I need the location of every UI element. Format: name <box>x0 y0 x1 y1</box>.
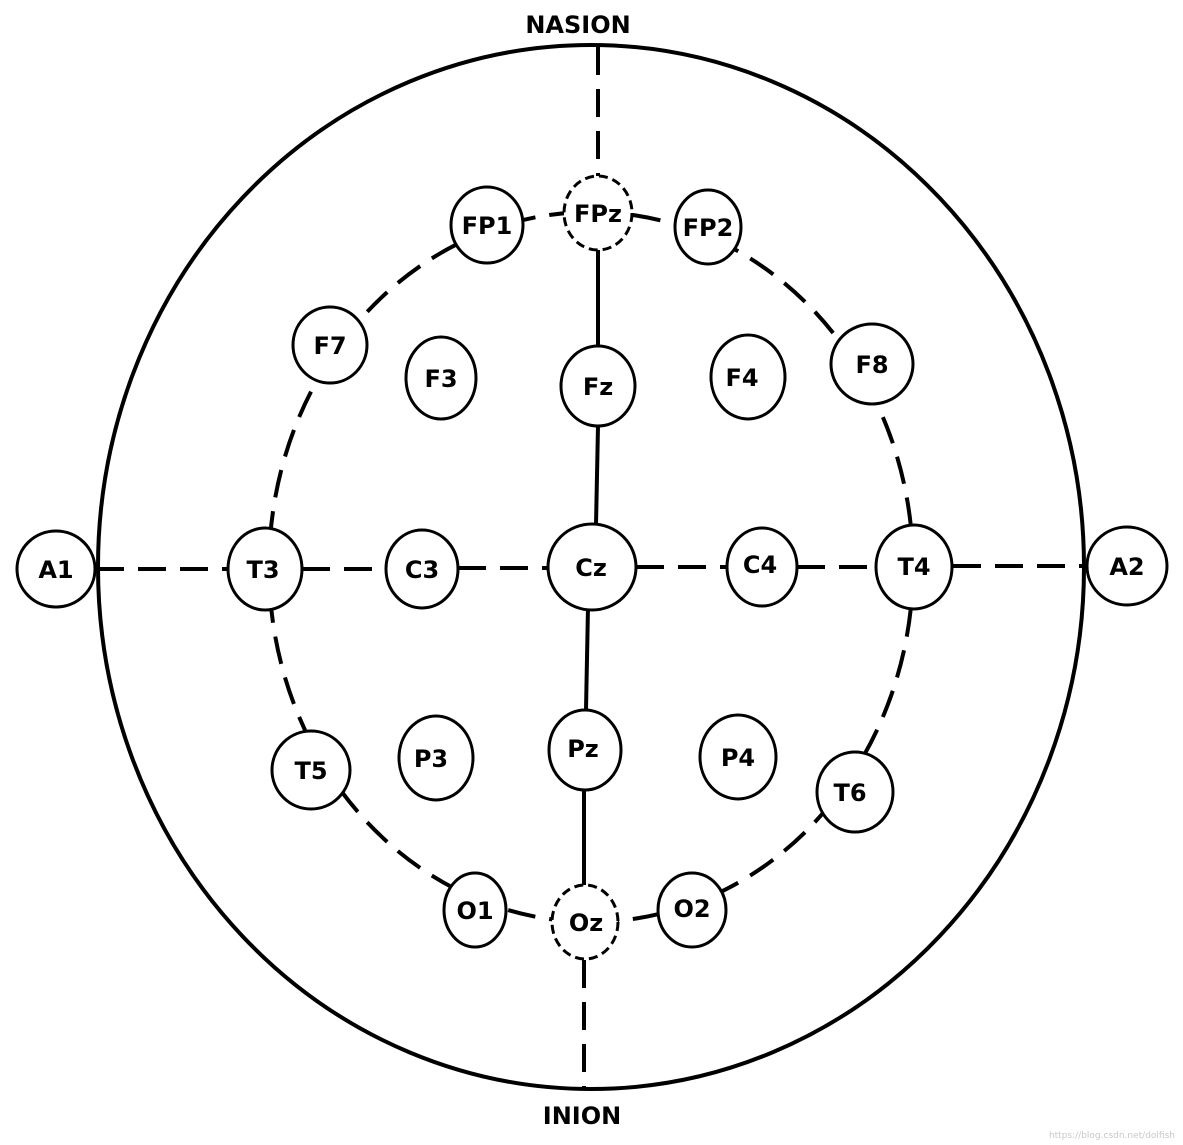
electrode-t4: T4 <box>874 523 954 611</box>
electrode-label: C3 <box>405 556 439 584</box>
electrode-label: Cz <box>575 554 607 582</box>
electrode-o2: O2 <box>656 871 728 949</box>
electrode-label: FPz <box>574 200 622 228</box>
midline-cz-pz <box>584 606 590 711</box>
electrode-p3: P3 <box>397 714 475 802</box>
electrode-label: A1 <box>38 556 73 584</box>
electrode-cz: Cz <box>546 522 638 612</box>
electrode-label: T5 <box>294 757 327 785</box>
electrode-label: Oz <box>569 909 603 937</box>
electrode-label: T6 <box>833 779 866 807</box>
watermark: https://blog.csdn.net/dolfish <box>1049 1131 1175 1141</box>
electrode-c4: C4 <box>725 526 799 608</box>
electrode-label: Fz <box>583 373 613 401</box>
electrode-c3: C3 <box>384 528 460 610</box>
electrode-t3: T3 <box>226 526 304 612</box>
electrode-label: T4 <box>897 553 930 581</box>
electrode-label: C4 <box>743 551 777 579</box>
electrode-t5: T5 <box>270 729 352 811</box>
electrode-label: T3 <box>246 556 279 584</box>
electrode-a2: A2 <box>1085 525 1169 607</box>
electrode-oz: Oz <box>550 883 620 961</box>
nasion-label: NASION <box>525 11 630 39</box>
electrode-label: Pz <box>567 735 599 763</box>
electrode-fpz: FPz <box>562 174 634 252</box>
electrode-a1: A1 <box>15 529 97 609</box>
electrode-label: P4 <box>721 744 755 772</box>
electrode-label: FP1 <box>462 212 513 240</box>
electrode-fp1: FP1 <box>449 185 525 265</box>
electrode-label: FP2 <box>683 214 734 242</box>
electrode-label: F7 <box>313 332 346 360</box>
electrode-f7: F7 <box>291 305 369 385</box>
electrode-fz: Fz <box>559 344 637 428</box>
electrode-t6: T6 <box>815 750 895 834</box>
electrode-label: F3 <box>424 365 457 393</box>
electrode-p4: P4 <box>698 713 778 801</box>
electrode-f3: F3 <box>404 335 478 421</box>
electrode-label: O1 <box>456 897 493 925</box>
electrode-fp2: FP2 <box>673 188 743 266</box>
electrode-label: A2 <box>1109 553 1144 581</box>
electrode-label: P3 <box>414 745 448 773</box>
electrode-label: F4 <box>725 364 758 392</box>
inion-label: INION <box>543 1102 621 1130</box>
midline-fz-cz <box>594 425 600 526</box>
electrode-pz: Pz <box>547 708 623 792</box>
electrode-label: F8 <box>855 351 888 379</box>
electrode-label: O2 <box>673 895 710 923</box>
electrode-o1: O1 <box>442 871 508 949</box>
electrode-f8: F8 <box>829 322 915 406</box>
electrode-f4: F4 <box>709 333 787 421</box>
